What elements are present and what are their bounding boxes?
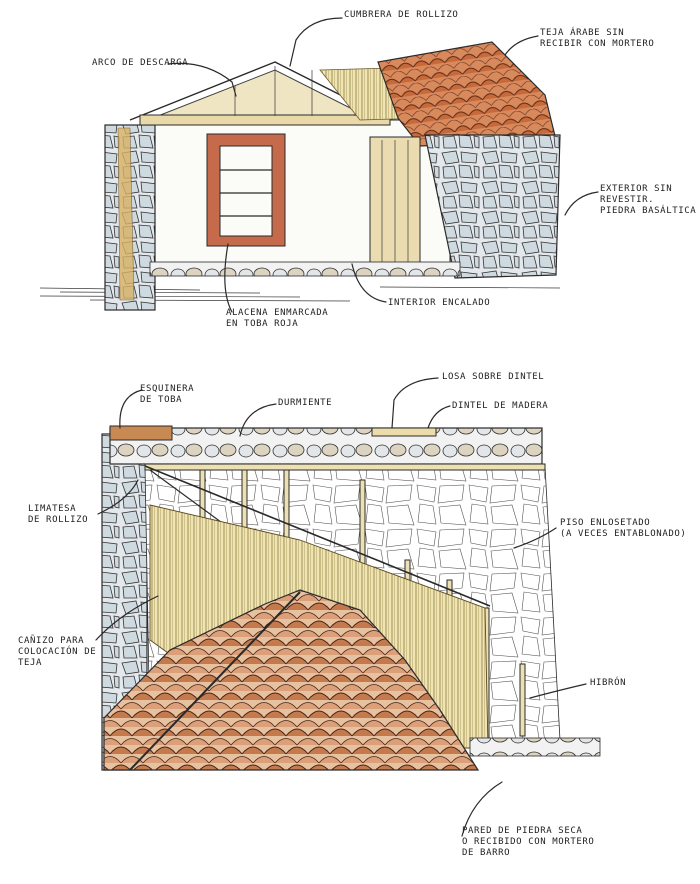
label-losa: Losa sobre dintel: [442, 372, 544, 383]
basalt-stone-wall: [424, 134, 561, 279]
label-cumbrera: Cumbrera de rollizo: [344, 10, 458, 21]
leader-lines-top: [167, 17, 599, 313]
label-line: (a veces entablonado): [560, 529, 687, 539]
top-elevation-drawing: [39, 41, 561, 311]
label-dintel: Dintel de madera: [452, 401, 548, 412]
wall-base-stones: [149, 261, 461, 277]
label-canizo: Cañizo para colocación de teja: [18, 636, 96, 669]
label-line: Teja árabe sin: [540, 28, 625, 38]
label-line: Pared de piedra seca: [462, 826, 583, 836]
label-line: de rollizo: [28, 515, 89, 525]
label-alacena: Alacena enmarcada en toba roja: [226, 308, 328, 330]
label-pared: Pared de piedra seca o recibido con mort…: [462, 826, 594, 859]
toba-corner-strip: [117, 127, 135, 301]
label-teja-arabe: Teja árabe sin recibir con mortero: [540, 28, 654, 50]
label-line: Limatesa: [28, 504, 77, 514]
label-line: recibir con mortero: [540, 39, 655, 49]
label-line: Arco de descarga: [92, 58, 189, 68]
toba-framed-cupboard: [206, 133, 286, 247]
label-hibron: Hibrón: [590, 678, 626, 689]
label-durmiente: Durmiente: [278, 398, 332, 409]
label-line: Exterior sin: [600, 184, 673, 194]
label-esquinera: Esquinera de toba: [140, 384, 194, 406]
label-line: Interior encalado: [388, 298, 491, 308]
label-line: o recibido con mortero: [462, 837, 595, 847]
label-line: Durmiente: [278, 398, 333, 408]
label-line: Dintel de madera: [452, 401, 549, 411]
label-line: revestir.: [600, 195, 655, 205]
label-interior: Interior encalado: [388, 298, 490, 309]
tie-beam: [139, 114, 391, 126]
top-stone-wall: [109, 427, 543, 465]
label-line: Piedra basáltica: [600, 206, 697, 216]
label-piso: Piso enlosetado (a veces entablonado): [560, 518, 686, 540]
label-line: Cumbrera de rollizo: [344, 10, 459, 20]
label-line: Esquinera: [140, 384, 195, 394]
label-line: de toba: [140, 395, 183, 405]
label-arco-descarga: Arco de descarga: [92, 58, 188, 69]
label-line: colocación de: [18, 647, 97, 657]
leader-lines-bottom: [95, 377, 587, 837]
wooden-door: [369, 136, 421, 271]
label-limatesa: Limatesa de rollizo: [28, 504, 88, 526]
label-line: teja: [18, 658, 43, 668]
label-line: Cañizo para: [18, 636, 85, 646]
label-line: de barro: [462, 848, 511, 858]
toba-corner-block: [109, 425, 173, 441]
ridge-hip-beam: [144, 465, 491, 607]
wooden-lintel: [371, 427, 437, 437]
big-tile-roof: [103, 589, 480, 771]
label-line: en toba roja: [226, 319, 299, 329]
label-exterior: Exterior sin revestir. Piedra basáltica: [600, 184, 696, 217]
label-line: Hibrón: [590, 678, 627, 688]
label-line: Losa sobre dintel: [442, 372, 545, 382]
label-line: Piso enlosetado: [560, 518, 651, 528]
label-line: Alacena enmarcada: [226, 308, 329, 318]
ground-stones-bottom: [469, 737, 601, 757]
bottom-construction-drawing: [101, 425, 601, 771]
hip-ridge-line: [129, 591, 301, 771]
